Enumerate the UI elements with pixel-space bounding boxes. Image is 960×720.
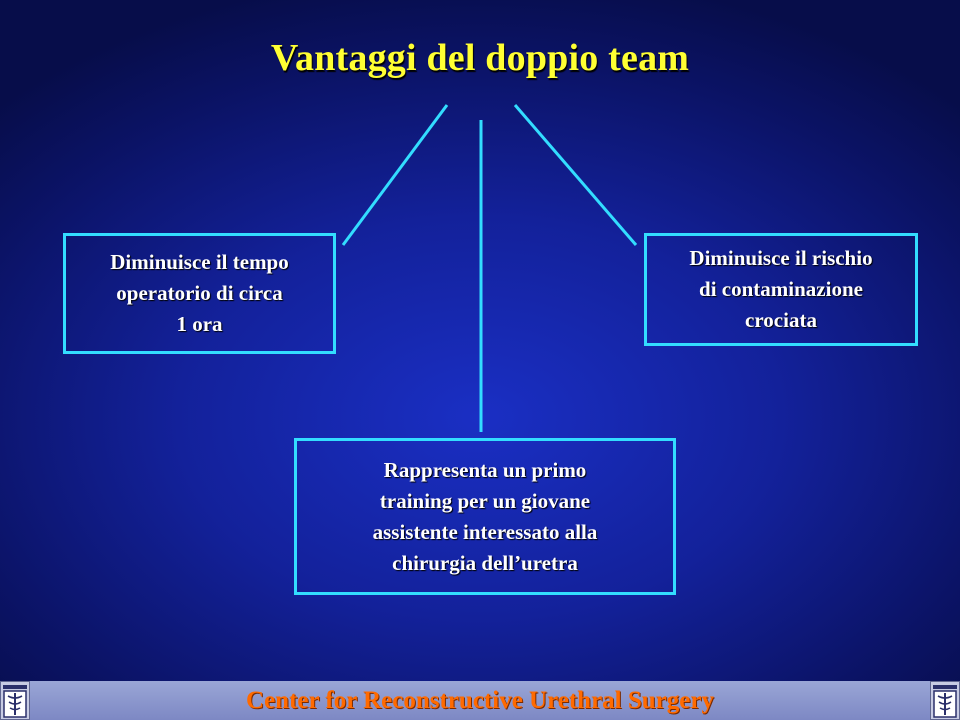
footer-bar: Center for Reconstructive Urethral Surge… [0,681,960,720]
advantage-box-training: Rappresenta un primo training per un gio… [294,438,676,595]
connector-left [341,104,449,246]
slide-title: Vantaggi del doppio team [270,37,690,79]
caduceus-logo-icon [0,681,30,720]
footer-text: Center for Reconstructive Urethral Surge… [246,687,714,714]
connector-right [513,104,638,246]
advantage-text-contamination: Diminuisce il rischio di contaminazione … [689,246,873,332]
advantage-text-time: Diminuisce il tempo operatorio di circa … [110,250,289,336]
advantage-box-contamination: Diminuisce il rischio di contaminazione … [644,233,918,346]
caduceus-logo-icon [930,681,960,720]
advantage-text-training: Rappresenta un primo training per un gio… [372,457,598,575]
advantage-box-time: Diminuisce il tempo operatorio di circa … [63,233,336,354]
